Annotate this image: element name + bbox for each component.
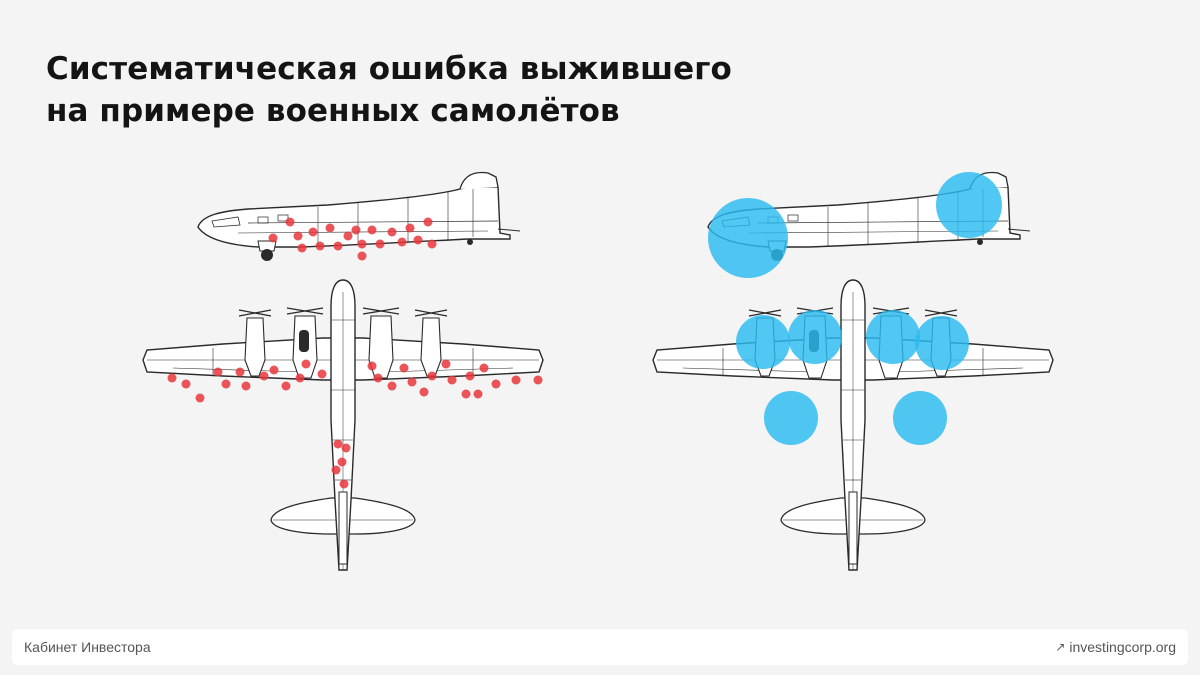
title-line-2: на примере военных самолётов <box>46 93 620 129</box>
bullet-hole-markers <box>167 217 543 489</box>
survivorship-figure <box>142 171 1054 571</box>
brand-name: Кабинет Инвестора <box>24 639 151 655</box>
title-line-1: Систематическая ошибка выжившего <box>46 51 732 87</box>
website-link[interactable]: ↗ investingcorp.org <box>1055 639 1176 655</box>
right-plane-top-view <box>652 279 1054 571</box>
left-plane-top-view <box>142 279 544 571</box>
arrow-up-right-icon: ↗ <box>1055 640 1066 654</box>
critical-zone-markers <box>708 172 1002 445</box>
left-plane-side-view <box>197 171 521 262</box>
left-returned-plane-diagram <box>142 171 544 571</box>
right-critical-zone-diagram <box>652 171 1054 571</box>
page-title: Систематическая ошибка выжившего на прим… <box>46 48 732 132</box>
website-url: investingcorp.org <box>1069 639 1176 655</box>
footer-bar: Кабинет Инвестора ↗ investingcorp.org <box>12 629 1188 665</box>
